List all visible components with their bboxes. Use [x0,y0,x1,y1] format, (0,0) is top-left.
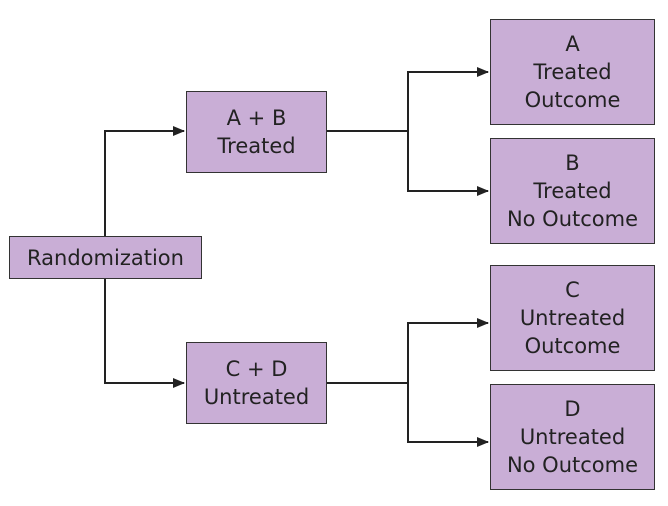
outcome-c-treatment: Untreated [519,306,626,330]
untreated-group-box: C + D Untreated [186,342,327,424]
outcome-c-letter: C [565,278,580,302]
outcome-d-result: No Outcome [506,453,639,477]
outcome-a-letter: A [565,32,580,56]
connector-randomization-to-untreated [104,279,185,388]
connector-treated-to-b [407,131,489,196]
connector-randomization-to-treated [104,126,185,236]
outcome-a-treatment: Treated [533,60,612,84]
connector-untreated-to-d [407,383,489,447]
outcome-box-c: C Untreated Outcome [490,265,655,371]
connector-untreated-to-c [407,318,489,383]
untreated-group-label: Untreated [203,385,310,409]
outcome-d-treatment: Untreated [519,425,626,449]
treated-group-label: Treated [217,134,296,158]
outcome-box-a: A Treated Outcome [490,19,655,125]
connector-treated-to-a [407,67,489,131]
outcome-b-letter: B [565,151,580,175]
outcome-a-result: Outcome [524,88,621,112]
outcome-b-treatment: Treated [533,179,612,203]
treated-group-letters: A + B [226,106,287,130]
outcome-c-result: Outcome [524,334,621,358]
untreated-group-letters: C + D [225,357,288,381]
outcome-b-result: No Outcome [506,207,639,231]
outcome-d-letter: D [564,397,581,421]
outcome-box-d: D Untreated No Outcome [490,384,655,490]
outcome-box-b: B Treated No Outcome [490,138,655,244]
randomization-label: Randomization [27,245,184,270]
treated-group-box: A + B Treated [186,91,327,173]
randomization-box: Randomization [9,236,202,279]
